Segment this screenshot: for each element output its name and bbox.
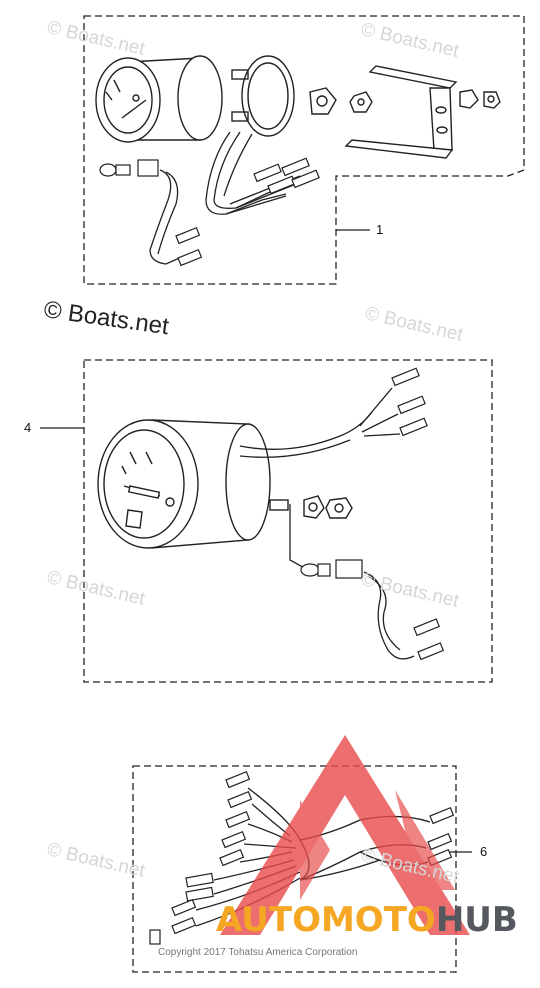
automotohub-logo-triangle: [220, 735, 470, 935]
brand-part2: HUB: [435, 900, 518, 940]
callout-4: 4: [24, 420, 32, 435]
group4-wires: [239, 387, 415, 660]
callout-1: 1: [376, 222, 384, 237]
group1-frame: [83, 15, 525, 285]
group1-gauge: [95, 55, 501, 159]
copyright-text: Copyright 2017 Tohatsu America Corporati…: [158, 947, 358, 958]
group4-connectors: [300, 367, 445, 661]
group1-connectors: [99, 157, 320, 267]
group4-gauge: [97, 419, 353, 549]
brand-part1: AUTOMOTO: [216, 900, 436, 940]
callout-6: 6: [480, 844, 488, 859]
automotohub-logo-text: AUTOMOTOHUB: [216, 900, 518, 940]
group6-connectors: [149, 770, 455, 945]
group1-wires: [149, 131, 301, 265]
group4-frame: [83, 359, 493, 683]
